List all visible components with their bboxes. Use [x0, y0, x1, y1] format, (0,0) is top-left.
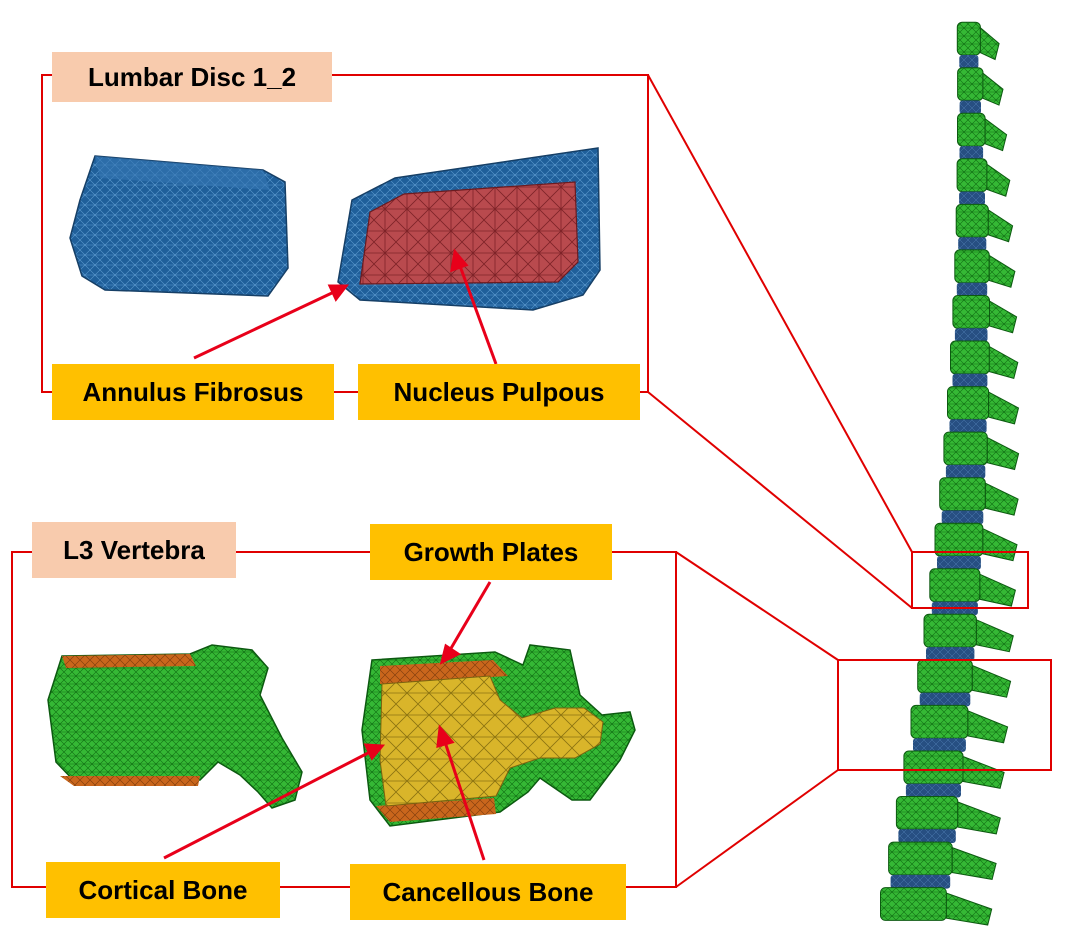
- spine-disc: [959, 55, 978, 69]
- spine-vertebra: [940, 478, 986, 511]
- spine-disc: [953, 374, 988, 388]
- nucleus-pulpous-label: Nucleus Pulpous: [358, 364, 640, 420]
- spine-disc: [960, 101, 981, 115]
- cancellous-bone-label: Cancellous Bone: [350, 864, 626, 920]
- spine-process: [989, 392, 1019, 424]
- vertebra-panel-title: L3 Vertebra: [32, 522, 236, 578]
- spine-vertebra: [951, 341, 990, 374]
- spine-vertebra: [924, 614, 976, 647]
- spine-disc: [920, 693, 971, 707]
- spine-disc: [957, 283, 987, 297]
- spine-process: [980, 28, 999, 60]
- spine-disc: [959, 192, 985, 206]
- spine-process: [972, 665, 1010, 697]
- spine-vertebra: [953, 296, 990, 329]
- spine-vertebra: [889, 842, 953, 875]
- vertebra-whole-mesh: [48, 645, 302, 808]
- spine-disc: [950, 419, 987, 433]
- spine-vertebra: [930, 569, 980, 602]
- spine-vertebra: [948, 387, 989, 420]
- spine-column-mesh: [881, 22, 1019, 925]
- spine-process: [963, 757, 1004, 789]
- spine-vertebra: [881, 888, 947, 921]
- spine-vertebra: [918, 660, 973, 693]
- spine-process: [989, 347, 1018, 379]
- spine-vertebra: [958, 113, 986, 146]
- spine-process: [987, 164, 1010, 196]
- spine-process: [989, 255, 1015, 287]
- spine-vertebra: [955, 250, 989, 283]
- spine-disc: [937, 556, 981, 570]
- cortical-bone-label: Cortical Bone: [46, 862, 280, 918]
- vertebra-section-mesh: [362, 645, 635, 826]
- spine-disc: [906, 784, 961, 798]
- spine-disc: [946, 465, 985, 479]
- spine-disc: [926, 647, 974, 661]
- spine-process: [983, 529, 1017, 561]
- spine-disc: [891, 875, 951, 889]
- spine-disc: [955, 328, 988, 342]
- spine-vertebra: [956, 204, 988, 237]
- spine-process: [988, 210, 1012, 242]
- growth-plates-label: Growth Plates: [370, 524, 612, 580]
- disc-whole-mesh: [70, 156, 288, 296]
- spine-disc: [942, 511, 984, 525]
- spine-disc: [960, 146, 984, 160]
- spine-process: [958, 802, 1001, 834]
- spine-process: [987, 438, 1018, 470]
- spine-process: [983, 73, 1003, 105]
- spine-disc: [898, 829, 955, 843]
- disc-panel-title: Lumbar Disc 1_2: [52, 52, 332, 102]
- spine-vertebra: [896, 797, 957, 830]
- spine-process: [946, 893, 991, 925]
- spine-vertebra: [944, 432, 987, 465]
- spine-process: [976, 620, 1013, 652]
- spine-vertebra: [957, 22, 980, 55]
- spine-process: [980, 574, 1016, 606]
- vertebra-connector-lines: [676, 552, 838, 887]
- annulus-fibrosus-label: Annulus Fibrosus: [52, 364, 334, 420]
- spine-process: [985, 483, 1018, 515]
- spine-vertebra: [957, 159, 987, 192]
- spine-vertebra: [904, 751, 963, 784]
- spine-process: [990, 301, 1017, 333]
- spine-process: [968, 711, 1008, 743]
- spine-vertebra: [911, 705, 968, 738]
- spine-vertebra: [958, 68, 983, 101]
- spine-process: [952, 848, 996, 880]
- disc-section-mesh: [338, 148, 600, 310]
- disc-connector-lines: [648, 75, 912, 608]
- spine-disc: [958, 237, 986, 251]
- spine-process: [985, 119, 1007, 151]
- spine-disc: [913, 738, 966, 752]
